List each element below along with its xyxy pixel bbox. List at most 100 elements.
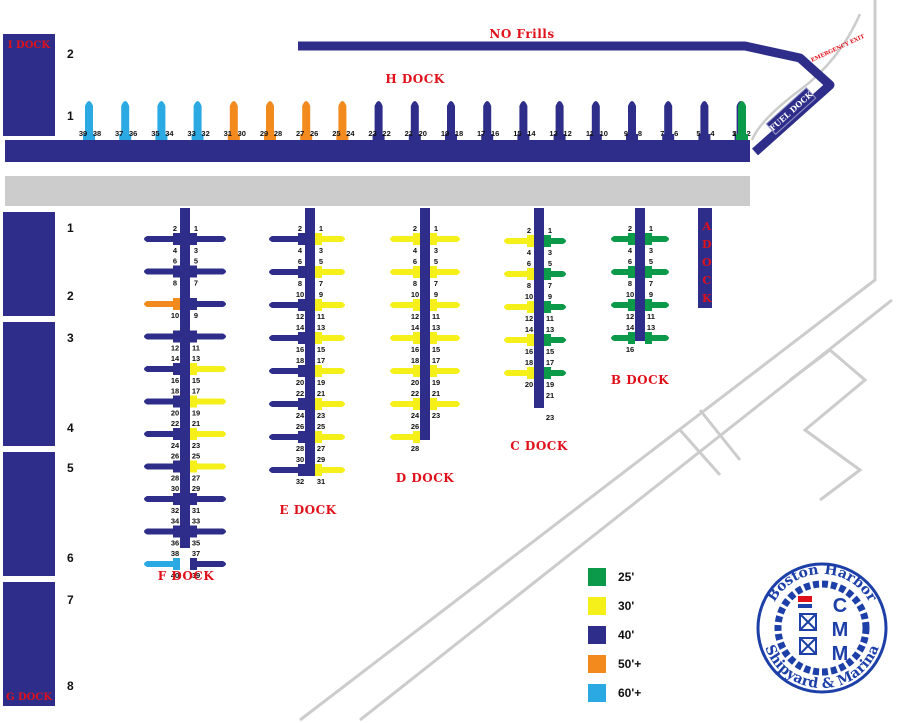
slip-number: 33 bbox=[187, 129, 195, 138]
finger-left-base bbox=[413, 332, 420, 344]
slip-number: 7 bbox=[434, 279, 438, 288]
h-finger-base bbox=[481, 134, 494, 140]
slip-number: 13 bbox=[647, 323, 655, 332]
slip-number: 40 bbox=[171, 571, 179, 580]
finger-left bbox=[269, 434, 305, 440]
slip-number: 13 bbox=[192, 354, 200, 363]
slip-number: 34 bbox=[171, 517, 180, 526]
finger-left bbox=[144, 463, 180, 470]
a-dock bbox=[698, 208, 712, 308]
slip-number: 14 bbox=[411, 323, 420, 332]
slip-number: 22 bbox=[171, 419, 179, 428]
slip-number: 2 bbox=[628, 224, 632, 233]
slip-number: 4 bbox=[413, 246, 418, 255]
slip-number: 28 bbox=[171, 474, 179, 483]
slip-number: 4 bbox=[527, 248, 532, 257]
finger-left bbox=[504, 271, 534, 277]
slip-number: 35 bbox=[192, 539, 200, 548]
h-finger bbox=[229, 101, 238, 140]
slip-number: 7 bbox=[194, 279, 198, 288]
slip-number: 31 bbox=[224, 129, 232, 138]
slip-number: 38 bbox=[93, 129, 101, 138]
fuel-dock bbox=[765, 87, 817, 135]
h-dock-slip[interactable]: 1 bbox=[732, 101, 748, 140]
slip-number: 14 bbox=[296, 323, 305, 332]
left-blocks: I DOCK G DOCK bbox=[3, 34, 55, 706]
finger-left-base bbox=[527, 268, 534, 280]
finger-right-base bbox=[645, 233, 652, 245]
slip-number: 5 bbox=[649, 257, 653, 266]
finger-right bbox=[315, 434, 345, 440]
h-finger bbox=[447, 101, 455, 140]
finger-right bbox=[315, 467, 345, 473]
finger-left-base bbox=[298, 464, 305, 476]
slip-number: 23 bbox=[192, 441, 200, 450]
slip-number: 6 bbox=[298, 257, 302, 266]
legend-item: 30' bbox=[588, 597, 634, 615]
slip-number: 31 bbox=[317, 477, 325, 486]
finger-right-base bbox=[645, 332, 652, 344]
finger-right-base bbox=[190, 493, 197, 505]
slip-number: 22 bbox=[382, 129, 390, 138]
slip-number: 18 bbox=[455, 129, 463, 138]
finger-right bbox=[190, 236, 226, 242]
logo-letter: C bbox=[833, 595, 847, 617]
finger-right bbox=[190, 398, 226, 405]
finger-left-base bbox=[527, 367, 534, 379]
